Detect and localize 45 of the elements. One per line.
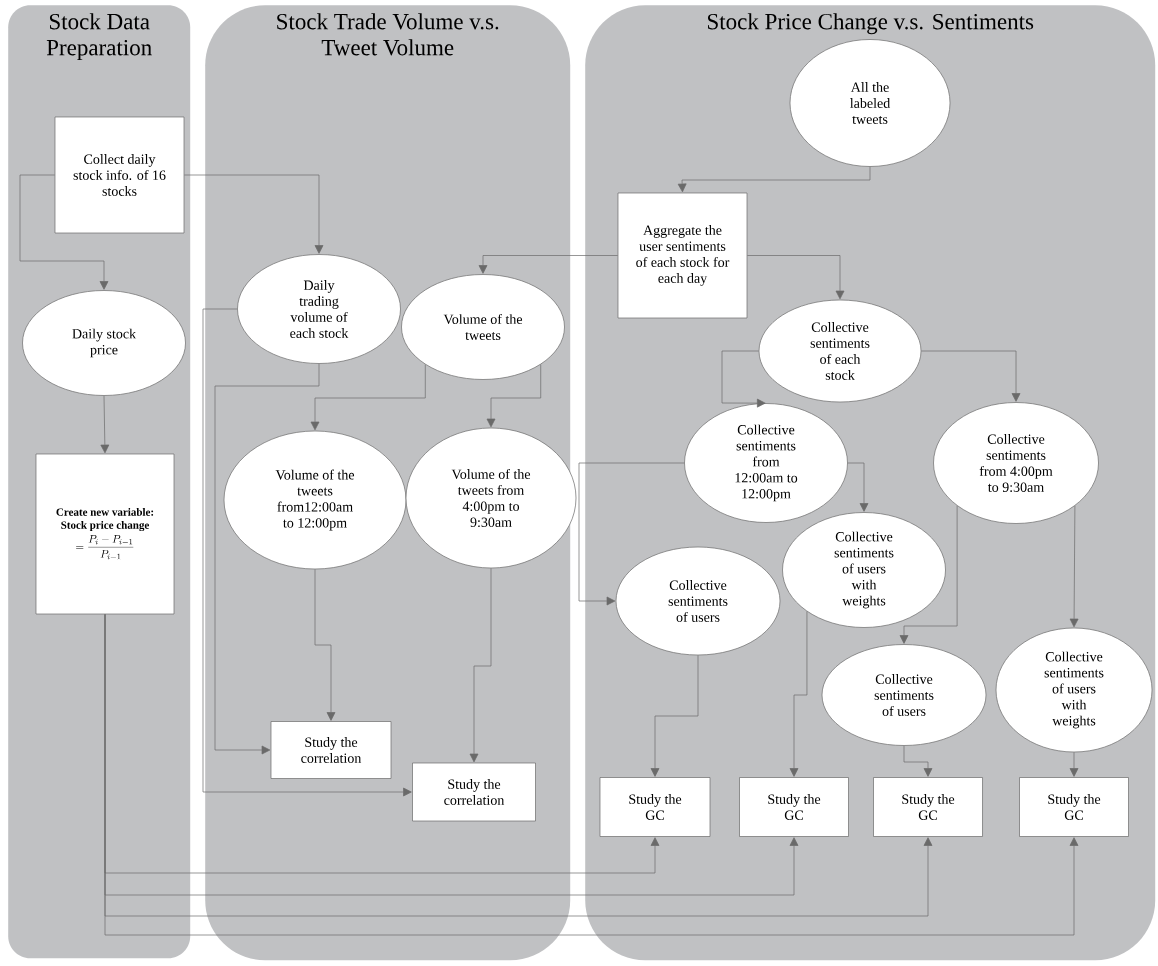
process-box: Study the GC	[1019, 777, 1129, 837]
ellipse-node: Volume of the tweets from 4:00pm to 9:30am	[405, 427, 577, 569]
process-box: Study the correlation	[270, 721, 392, 779]
arrow	[19, 174, 109, 290]
arrow	[789, 611, 808, 777]
arrow	[100, 395, 110, 454]
ellipse-node: Collective sentiments from 4:00pm to 9:30am	[933, 402, 1099, 524]
arrow	[677, 166, 871, 193]
arrow	[314, 569, 336, 721]
arrow	[650, 655, 699, 777]
arrow	[104, 614, 1079, 936]
arrow	[903, 745, 933, 777]
process-box: Study the GC	[739, 777, 849, 837]
process-box: Collect daily stock info. of 16 stocks	[54, 116, 185, 234]
ellipse-node: Collective sentiments of users with weights	[782, 512, 946, 628]
arrow	[578, 462, 685, 606]
arrow	[1069, 505, 1079, 628]
arrow	[202, 308, 412, 797]
process-box: Aggregate the user sentiments of each stock for each day	[617, 192, 748, 319]
arrow	[921, 350, 1021, 402]
ellipse-node: Daily trading volume of each stock	[237, 254, 401, 364]
ellipse-node: Collective sentiments from 12:00am to 12:00pm	[684, 403, 848, 523]
arrow	[899, 505, 958, 644]
ellipse-node: Volume of the tweets	[401, 274, 565, 380]
arrow	[721, 350, 766, 408]
ellipse-node: All the labeled tweets	[789, 39, 951, 167]
process-box: Study the correlation	[412, 762, 536, 822]
arrow	[184, 174, 324, 254]
arrow	[747, 255, 845, 300]
arrow	[469, 568, 492, 763]
process-box: Study the GC	[873, 777, 983, 837]
ellipse-node: Collective sentiments of users with weights	[995, 627, 1153, 753]
arrow	[486, 364, 542, 428]
ellipse-node: Collective sentiments of each stock	[758, 299, 922, 403]
process-box: Create new variable: Stock price change $=\frac{P_i-P_{i-1}}{P_{i-1}}$	[35, 453, 175, 615]
ellipse-node: Collective sentiments of users	[615, 546, 781, 656]
arrow	[847, 462, 869, 512]
ellipse-node: Daily stock price	[22, 290, 186, 396]
arrow	[310, 364, 426, 431]
arrow	[214, 363, 320, 755]
process-box: Study the GC	[599, 777, 711, 837]
arrow	[1069, 752, 1079, 777]
ellipse-node: Volume of the tweets from12:00am to 12:00pm	[223, 430, 407, 570]
ellipse-node: Collective sentiments of users	[821, 644, 987, 746]
arrow	[478, 255, 618, 274]
